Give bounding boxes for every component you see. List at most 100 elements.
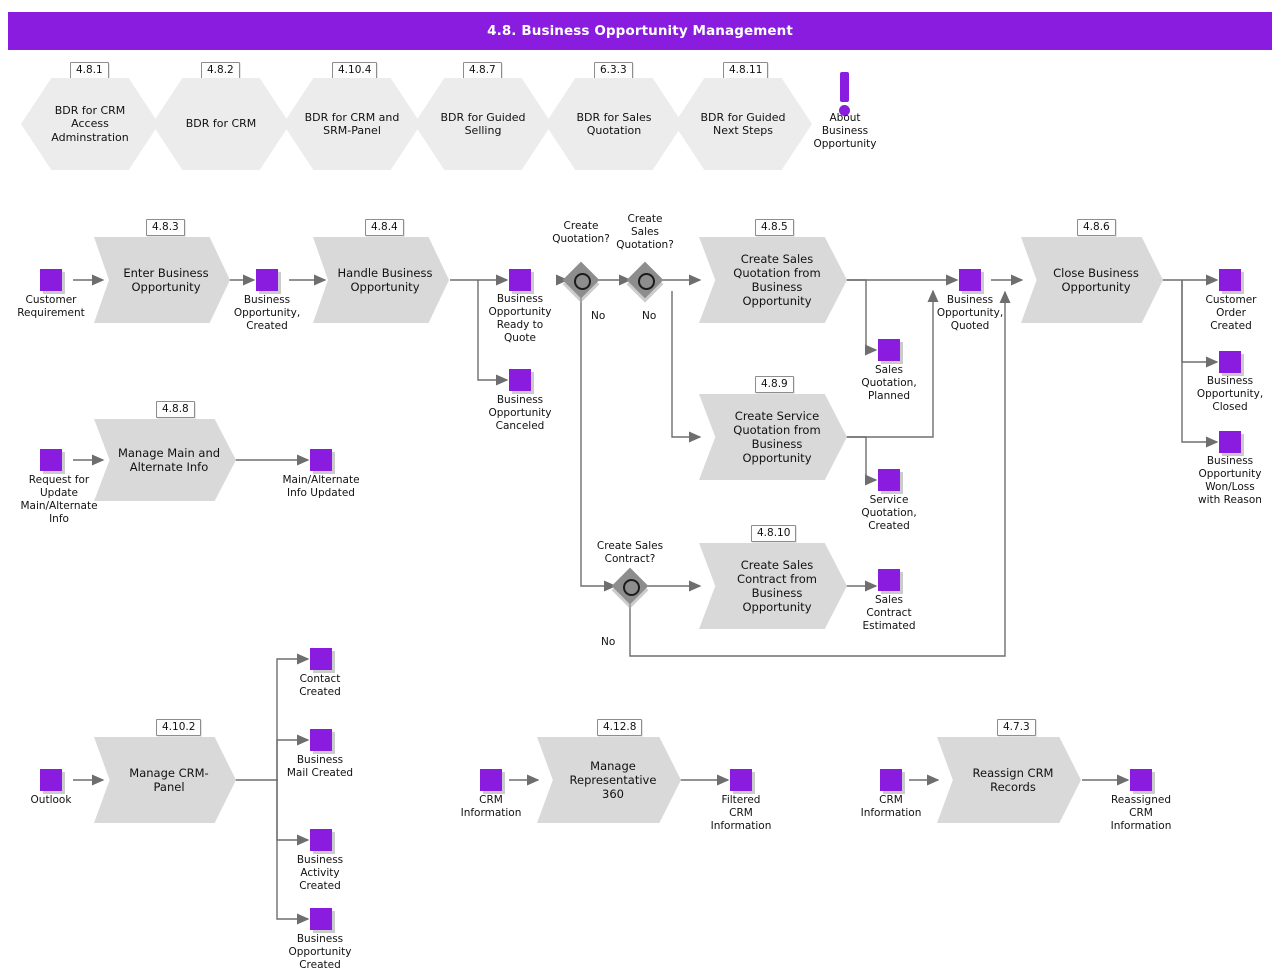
event-bo-canceled[interactable]: [509, 369, 531, 391]
decision-label-create-quotation: Create Quotation?: [552, 220, 610, 245]
event-customer-order-created[interactable]: [1219, 269, 1241, 291]
event-label: Business Opportunity, Quoted: [936, 294, 1004, 332]
process-label: Enter Business Opportunity: [94, 237, 230, 323]
event-bo-won-loss[interactable]: [1219, 431, 1241, 453]
decision-inner-circle: [574, 273, 591, 290]
exclamation-dot-icon: [839, 105, 850, 116]
process-tag: 4.8.5: [755, 219, 794, 236]
process-label: Create Sales Quotation from Business Opp…: [699, 237, 847, 323]
event-label: Contact Created: [299, 673, 341, 698]
process-tag: 4.8.4: [365, 219, 404, 236]
process-label: Manage CRM- Panel: [94, 737, 236, 823]
process-4-8-8[interactable]: 4.8.8 Manage Main and Alternate Info: [94, 401, 241, 506]
event-label: Business Opportunity Created: [288, 933, 352, 971]
process-tag: 4.10.2: [156, 719, 202, 736]
event-label: Customer Requirement: [17, 294, 85, 319]
exclamation-icon: [840, 72, 849, 102]
event-sales-contract-estimated[interactable]: [878, 569, 900, 591]
event-info-updated[interactable]: [310, 449, 332, 471]
event-label: Request for Update Main/Alternate Info: [20, 474, 98, 525]
event-label: Main/Alternate Info Updated: [282, 474, 360, 499]
edge-label-no: No: [591, 310, 606, 322]
process-4-8-3[interactable]: 4.8.3 Enter Business Opportunity: [94, 219, 235, 328]
bdr-node-3[interactable]: 4.8.7 BDR for Guided Selling: [414, 62, 556, 175]
decision-inner-circle: [623, 579, 640, 596]
process-4-10-2[interactable]: 4.10.2 Manage CRM- Panel: [94, 719, 241, 828]
event-label: Sales Quotation, Planned: [861, 364, 917, 402]
event-business-mail-created[interactable]: [310, 729, 332, 751]
process-tag: 4.8.6: [1077, 219, 1116, 236]
bdr-node-1[interactable]: 4.8.2 BDR for CRM: [152, 62, 294, 175]
process-4-8-4[interactable]: 4.8.4 Handle Business Opportunity: [313, 219, 454, 328]
event-outlook[interactable]: [40, 769, 62, 791]
event-label: Business Mail Created: [286, 754, 354, 779]
bdr-node-0[interactable]: 4.8.1 BDR for CRM Access Adminstration: [21, 62, 163, 175]
process-4-7-3[interactable]: 4.7.3 Reassign CRM Records: [937, 719, 1086, 828]
process-4-12-8[interactable]: 4.12.8 Manage Representative 360: [537, 719, 686, 828]
event-sales-quotation-planned[interactable]: [878, 339, 900, 361]
event-contact-created[interactable]: [310, 648, 332, 670]
event-label: CRM Information: [860, 794, 922, 819]
event-customer-requirement[interactable]: [40, 269, 62, 291]
event-label: Sales Contract Estimated: [862, 594, 916, 632]
bdr-tag-5: 4.8.11: [723, 62, 769, 79]
process-label: Create Sales Contract from Business Oppo…: [699, 543, 847, 629]
bdr-tag-0: 4.8.1: [70, 62, 109, 79]
process-tag: 4.8.10: [751, 525, 797, 542]
edge-label-no: No: [642, 310, 657, 322]
process-tag: 4.7.3: [997, 719, 1036, 736]
event-label: Business Activity Created: [296, 854, 344, 892]
event-business-opportunity-created[interactable]: [310, 908, 332, 930]
event-label: Business Opportunity Won/Loss with Reaso…: [1198, 455, 1262, 506]
event-crm-information-1[interactable]: [480, 769, 502, 791]
bdr-node-2[interactable]: 4.10.4 BDR for CRM and SRM-Panel: [283, 62, 425, 175]
event-business-activity-created[interactable]: [310, 829, 332, 851]
info-marker-label: About Business Opportunity: [813, 112, 877, 150]
event-filtered-crm-information[interactable]: [730, 769, 752, 791]
process-tag: 4.8.9: [755, 376, 794, 393]
event-label: Business Opportunity Canceled: [488, 394, 552, 432]
process-4-8-10[interactable]: 4.8.10 Create Sales Contract from Busine…: [699, 525, 852, 634]
event-bo-ready-to-quote[interactable]: [509, 269, 531, 291]
process-label: Create Service Quotation from Business O…: [699, 394, 847, 480]
event-label: Business Opportunity Ready to Quote: [488, 293, 552, 344]
edge-label-no: No: [601, 636, 616, 648]
event-bo-quoted[interactable]: [959, 269, 981, 291]
event-label: Filtered CRM Information: [710, 794, 772, 832]
process-tag: 4.8.3: [146, 219, 185, 236]
bdr-node-4[interactable]: 6.3.3 BDR for Sales Quotation: [545, 62, 687, 175]
event-request-update-info[interactable]: [40, 449, 62, 471]
event-crm-information-2[interactable]: [880, 769, 902, 791]
bdr-tag-4: 6.3.3: [594, 62, 633, 79]
event-reassigned-crm-information[interactable]: [1130, 769, 1152, 791]
event-label: Business Opportunity, Created: [233, 294, 301, 332]
event-bo-created[interactable]: [256, 269, 278, 291]
process-4-8-9[interactable]: 4.8.9 Create Service Quotation from Busi…: [699, 376, 852, 485]
event-service-quotation-created[interactable]: [878, 469, 900, 491]
event-label: CRM Information: [460, 794, 522, 819]
process-label: Manage Representative 360: [537, 737, 681, 823]
process-tag: 4.8.8: [156, 401, 195, 418]
bdr-label-3: BDR for Guided Selling: [414, 78, 552, 170]
bdr-tag-1: 4.8.2: [201, 62, 240, 79]
bdr-label-2: BDR for CRM and SRM-Panel: [283, 78, 421, 170]
decision-label-create-sales-contract: Create Sales Contract?: [596, 540, 664, 565]
event-bo-closed[interactable]: [1219, 351, 1241, 373]
process-label: Close Business Opportunity: [1021, 237, 1163, 323]
process-label: Reassign CRM Records: [937, 737, 1081, 823]
process-4-8-6[interactable]: 4.8.6 Close Business Opportunity: [1021, 219, 1168, 328]
bdr-label-0: BDR for CRM Access Adminstration: [21, 78, 159, 170]
decision-inner-circle: [638, 273, 655, 290]
event-label: Outlook: [30, 794, 72, 806]
decision-label-create-sales-quotation: Create Sales Quotation?: [616, 213, 674, 251]
bdr-node-5[interactable]: 4.8.11 BDR for Guided Next Steps: [674, 62, 816, 175]
bdr-tag-2: 4.10.4: [332, 62, 378, 79]
process-label: Manage Main and Alternate Info: [94, 419, 236, 501]
process-4-8-5[interactable]: 4.8.5 Create Sales Quotation from Busine…: [699, 219, 852, 328]
process-tag: 4.12.8: [597, 719, 643, 736]
process-label: Handle Business Opportunity: [313, 237, 449, 323]
bdr-label-5: BDR for Guided Next Steps: [674, 78, 812, 170]
event-label: Customer Order Created: [1205, 294, 1257, 332]
event-label: Business Opportunity, Closed: [1196, 375, 1264, 413]
event-label: Service Quotation, Created: [861, 494, 917, 532]
